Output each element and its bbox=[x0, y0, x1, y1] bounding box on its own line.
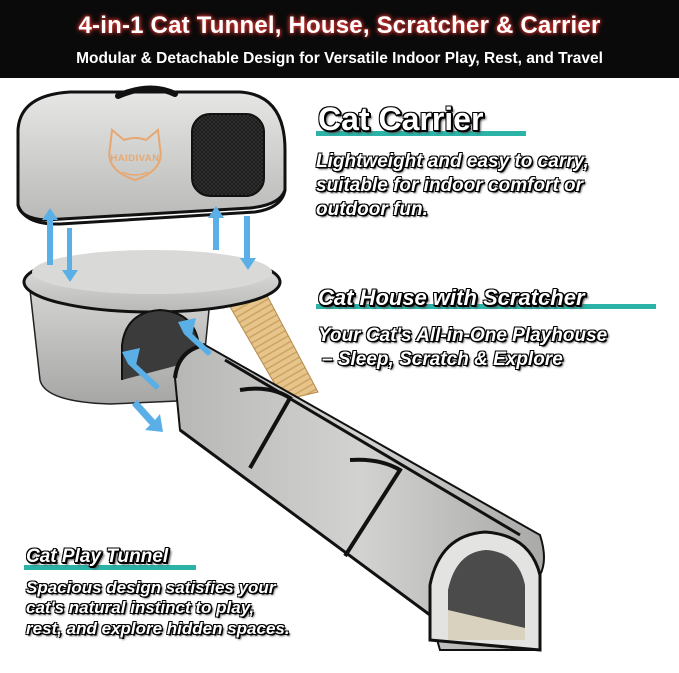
house-heading: Cat House with Scratcher bbox=[318, 285, 585, 310]
house-description-line: Your Cat's All-in-One Playhouse bbox=[318, 325, 608, 346]
cat-house-graphic bbox=[22, 250, 319, 405]
tunnel-heading: Cat Play Tunnel bbox=[26, 546, 169, 567]
tunnel-description-line: cat's natural instinct to play, bbox=[26, 598, 255, 618]
cat-tunnel-graphic bbox=[173, 343, 545, 652]
tunnel-heading-underline bbox=[24, 565, 196, 570]
product-illustration bbox=[16, 85, 545, 652]
tunnel-description-line: rest, and explore hidden spaces. bbox=[26, 618, 290, 638]
tunnel-description-line: Spacious design satisfies your bbox=[26, 578, 276, 597]
carrier-description: Lightweight and easy to carry, suitable … bbox=[316, 150, 589, 221]
carrier-heading: Cat Carrier bbox=[318, 101, 484, 137]
header-banner: 4-in-1 Cat Tunnel, House, Scratcher & Ca… bbox=[0, 0, 679, 78]
house-description-line: – Sleep, Scratch & Explore bbox=[322, 348, 563, 370]
carrier-description-line: outdoor fun. bbox=[316, 198, 428, 220]
page-title: 4-in-1 Cat Tunnel, House, Scratcher & Ca… bbox=[78, 12, 601, 39]
house-description: Your Cat's All-in-One Playhouse – Sleep,… bbox=[318, 324, 607, 372]
cat-carrier-graphic bbox=[16, 85, 287, 226]
carrier-description-line: Lightweight and easy to carry, bbox=[316, 151, 589, 172]
house-heading-underline bbox=[316, 304, 656, 309]
page-subtitle: Modular & Detachable Design for Versatil… bbox=[76, 50, 603, 67]
tunnel-description: Spacious design satisfies your cat's nat… bbox=[26, 578, 290, 639]
assembly-arrows bbox=[42, 206, 256, 432]
carrier-heading-underline bbox=[316, 131, 526, 136]
brand-logo-text: HAIDIVAN bbox=[110, 153, 160, 164]
carrier-description-line: suitable for indoor comfort or bbox=[316, 174, 584, 196]
